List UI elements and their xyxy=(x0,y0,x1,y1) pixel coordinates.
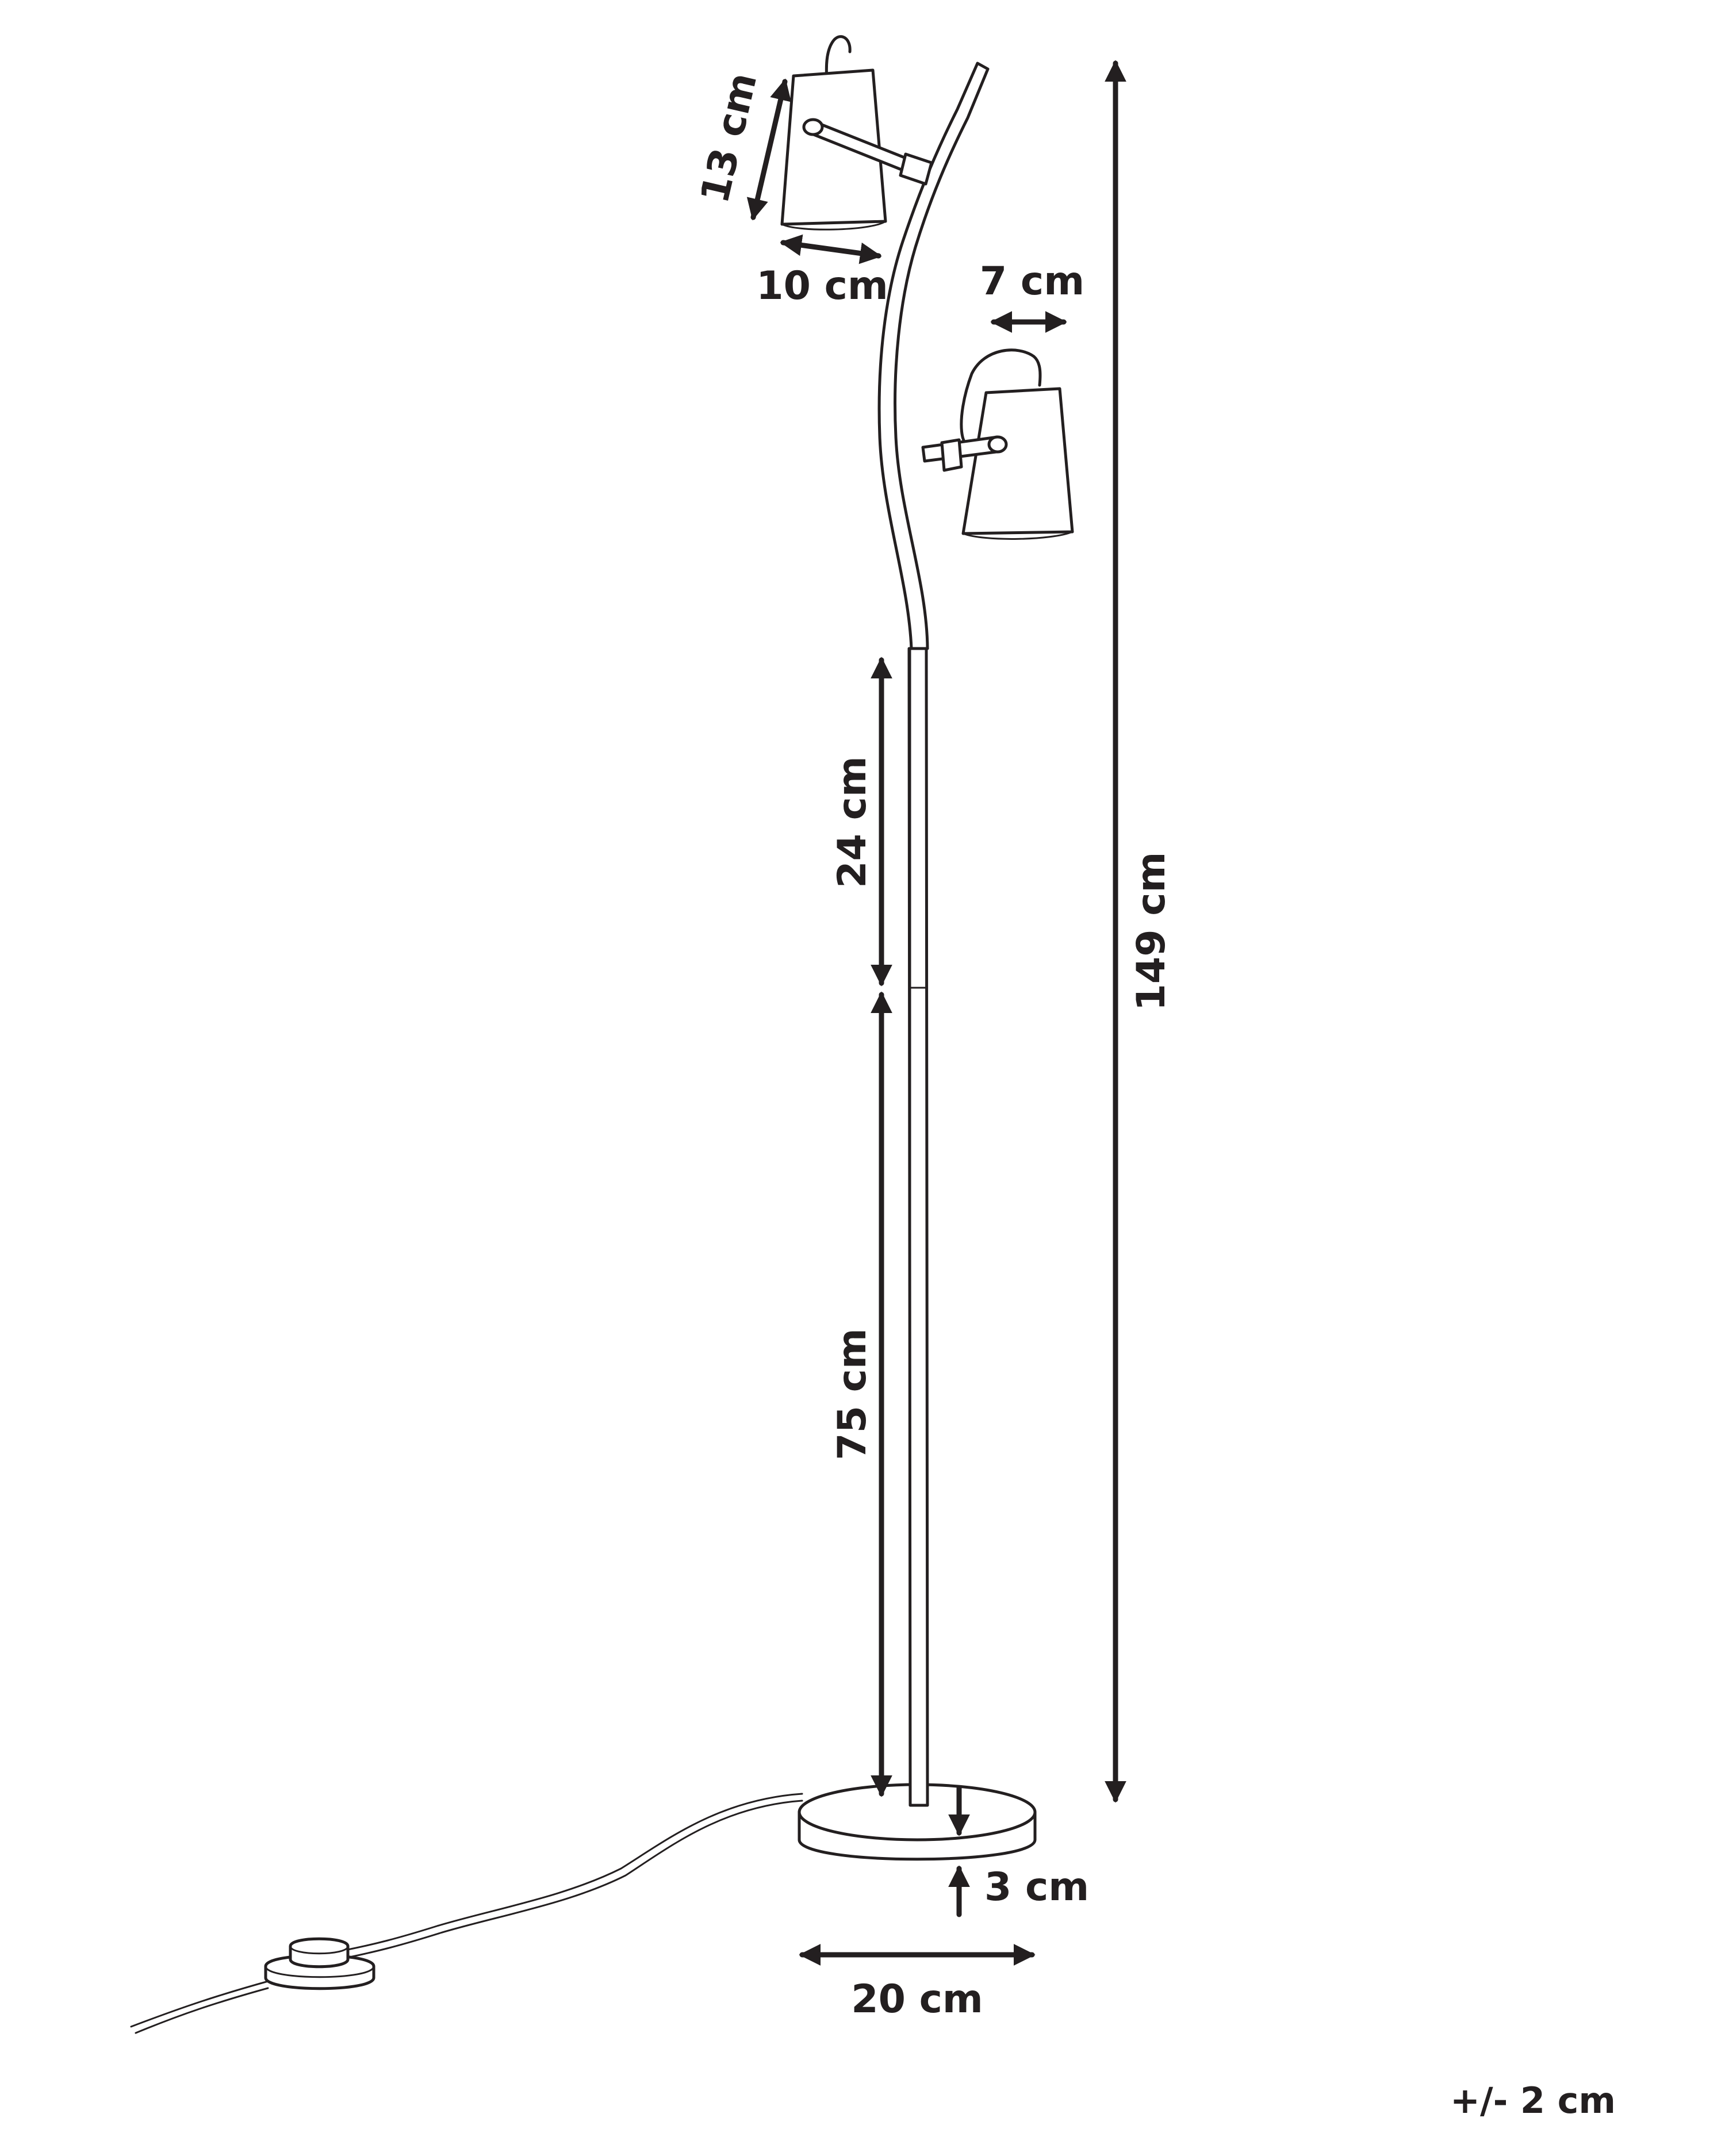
shade-width-label: 10 cm xyxy=(756,263,888,309)
lamp-illustration xyxy=(130,35,1074,2034)
shade-height-arrow xyxy=(746,78,792,221)
lamp-pole xyxy=(907,647,929,1807)
tolerance-note: +/- 2 cm xyxy=(1450,2080,1616,2122)
shade-height-label: 13 cm xyxy=(692,68,766,207)
upper-lamp-head xyxy=(780,35,933,231)
foot-switch xyxy=(264,1937,375,1990)
total-height-label: 149 cm xyxy=(1129,852,1174,1011)
dimension-lines xyxy=(746,60,1126,1966)
shade-width-arrow xyxy=(780,234,882,264)
base-height-label: 3 cm xyxy=(984,1865,1089,1910)
power-cord xyxy=(130,1793,803,2034)
lower-pole-label: 75 cm xyxy=(830,1328,875,1460)
upper-pole-label: 24 cm xyxy=(830,756,875,888)
arm-offset-label: 7 cm xyxy=(980,259,1084,304)
lamp-stem xyxy=(877,62,990,650)
base-diameter-label: 20 cm xyxy=(851,1977,983,2022)
dimension-labels: 13 cm 10 cm 7 cm 24 cm 75 cm 149 cm 3 cm… xyxy=(692,68,1616,2122)
lower-lamp-head xyxy=(921,348,1074,540)
